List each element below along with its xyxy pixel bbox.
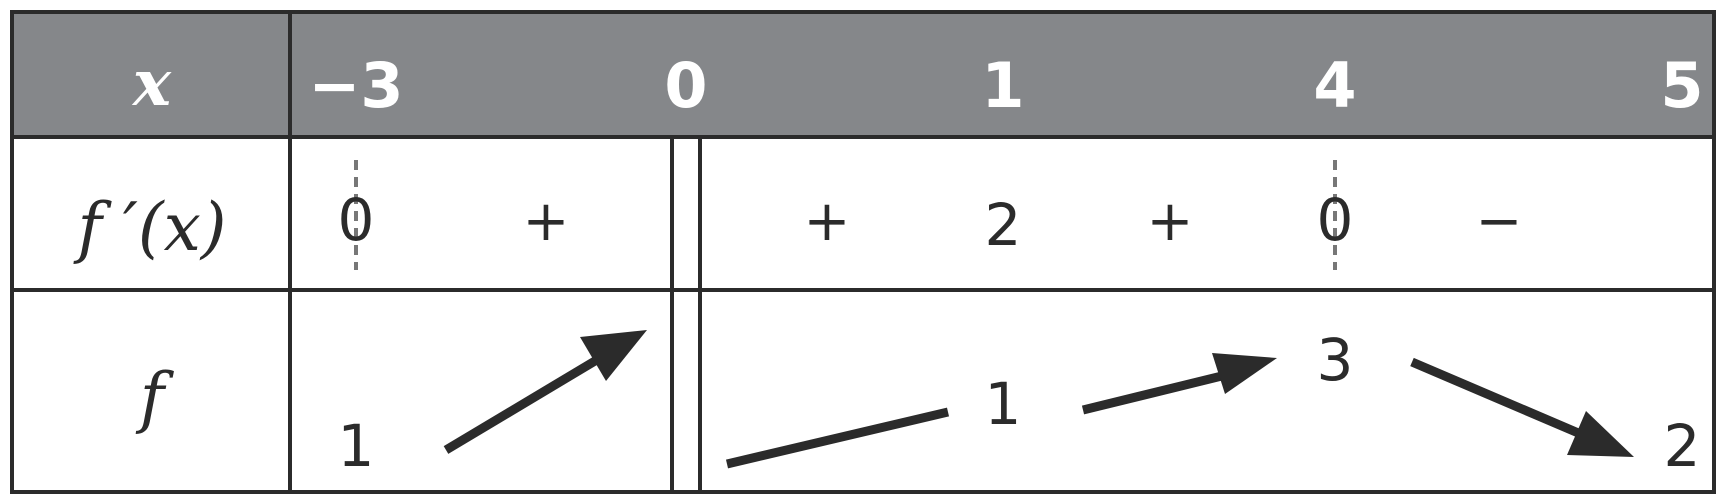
arrow-increase-2	[1081, 353, 1277, 415]
table-border	[10, 10, 1716, 494]
function-value-at-5: 2	[1664, 412, 1701, 480]
header-band	[12, 12, 1714, 137]
function-value-at-1: 1	[985, 370, 1022, 438]
arrow-increase-1	[443, 330, 647, 454]
header-value-5: 5	[1660, 49, 1703, 122]
arrow-segment-from-0-plus	[725, 407, 950, 469]
arrow-decrease	[1410, 357, 1634, 457]
header-value-minus3: −3	[308, 49, 403, 122]
function-value-at-4: 3	[1317, 326, 1354, 394]
header-value-0: 0	[664, 49, 707, 122]
function-value-at-minus3: 1	[338, 412, 375, 480]
header-variable-x: x	[131, 46, 172, 121]
derivative-sign-interval-1: +	[523, 189, 570, 254]
derivative-value-at-1: 2	[985, 191, 1022, 259]
derivative-row-label: f ′(x)	[72, 189, 226, 266]
derivative-sign-interval-3: +	[1147, 189, 1194, 254]
derivative-zero-at-minus3: 0	[338, 186, 375, 254]
derivative-zero-at-4: 0	[1317, 186, 1354, 254]
header-value-1: 1	[981, 49, 1024, 122]
table-grid	[10, 10, 1716, 494]
header-value-4: 4	[1313, 49, 1356, 122]
derivative-sign-interval-4: −	[1476, 189, 1523, 254]
function-row-label: f	[135, 359, 175, 436]
derivative-sign-interval-2: +	[804, 189, 851, 254]
